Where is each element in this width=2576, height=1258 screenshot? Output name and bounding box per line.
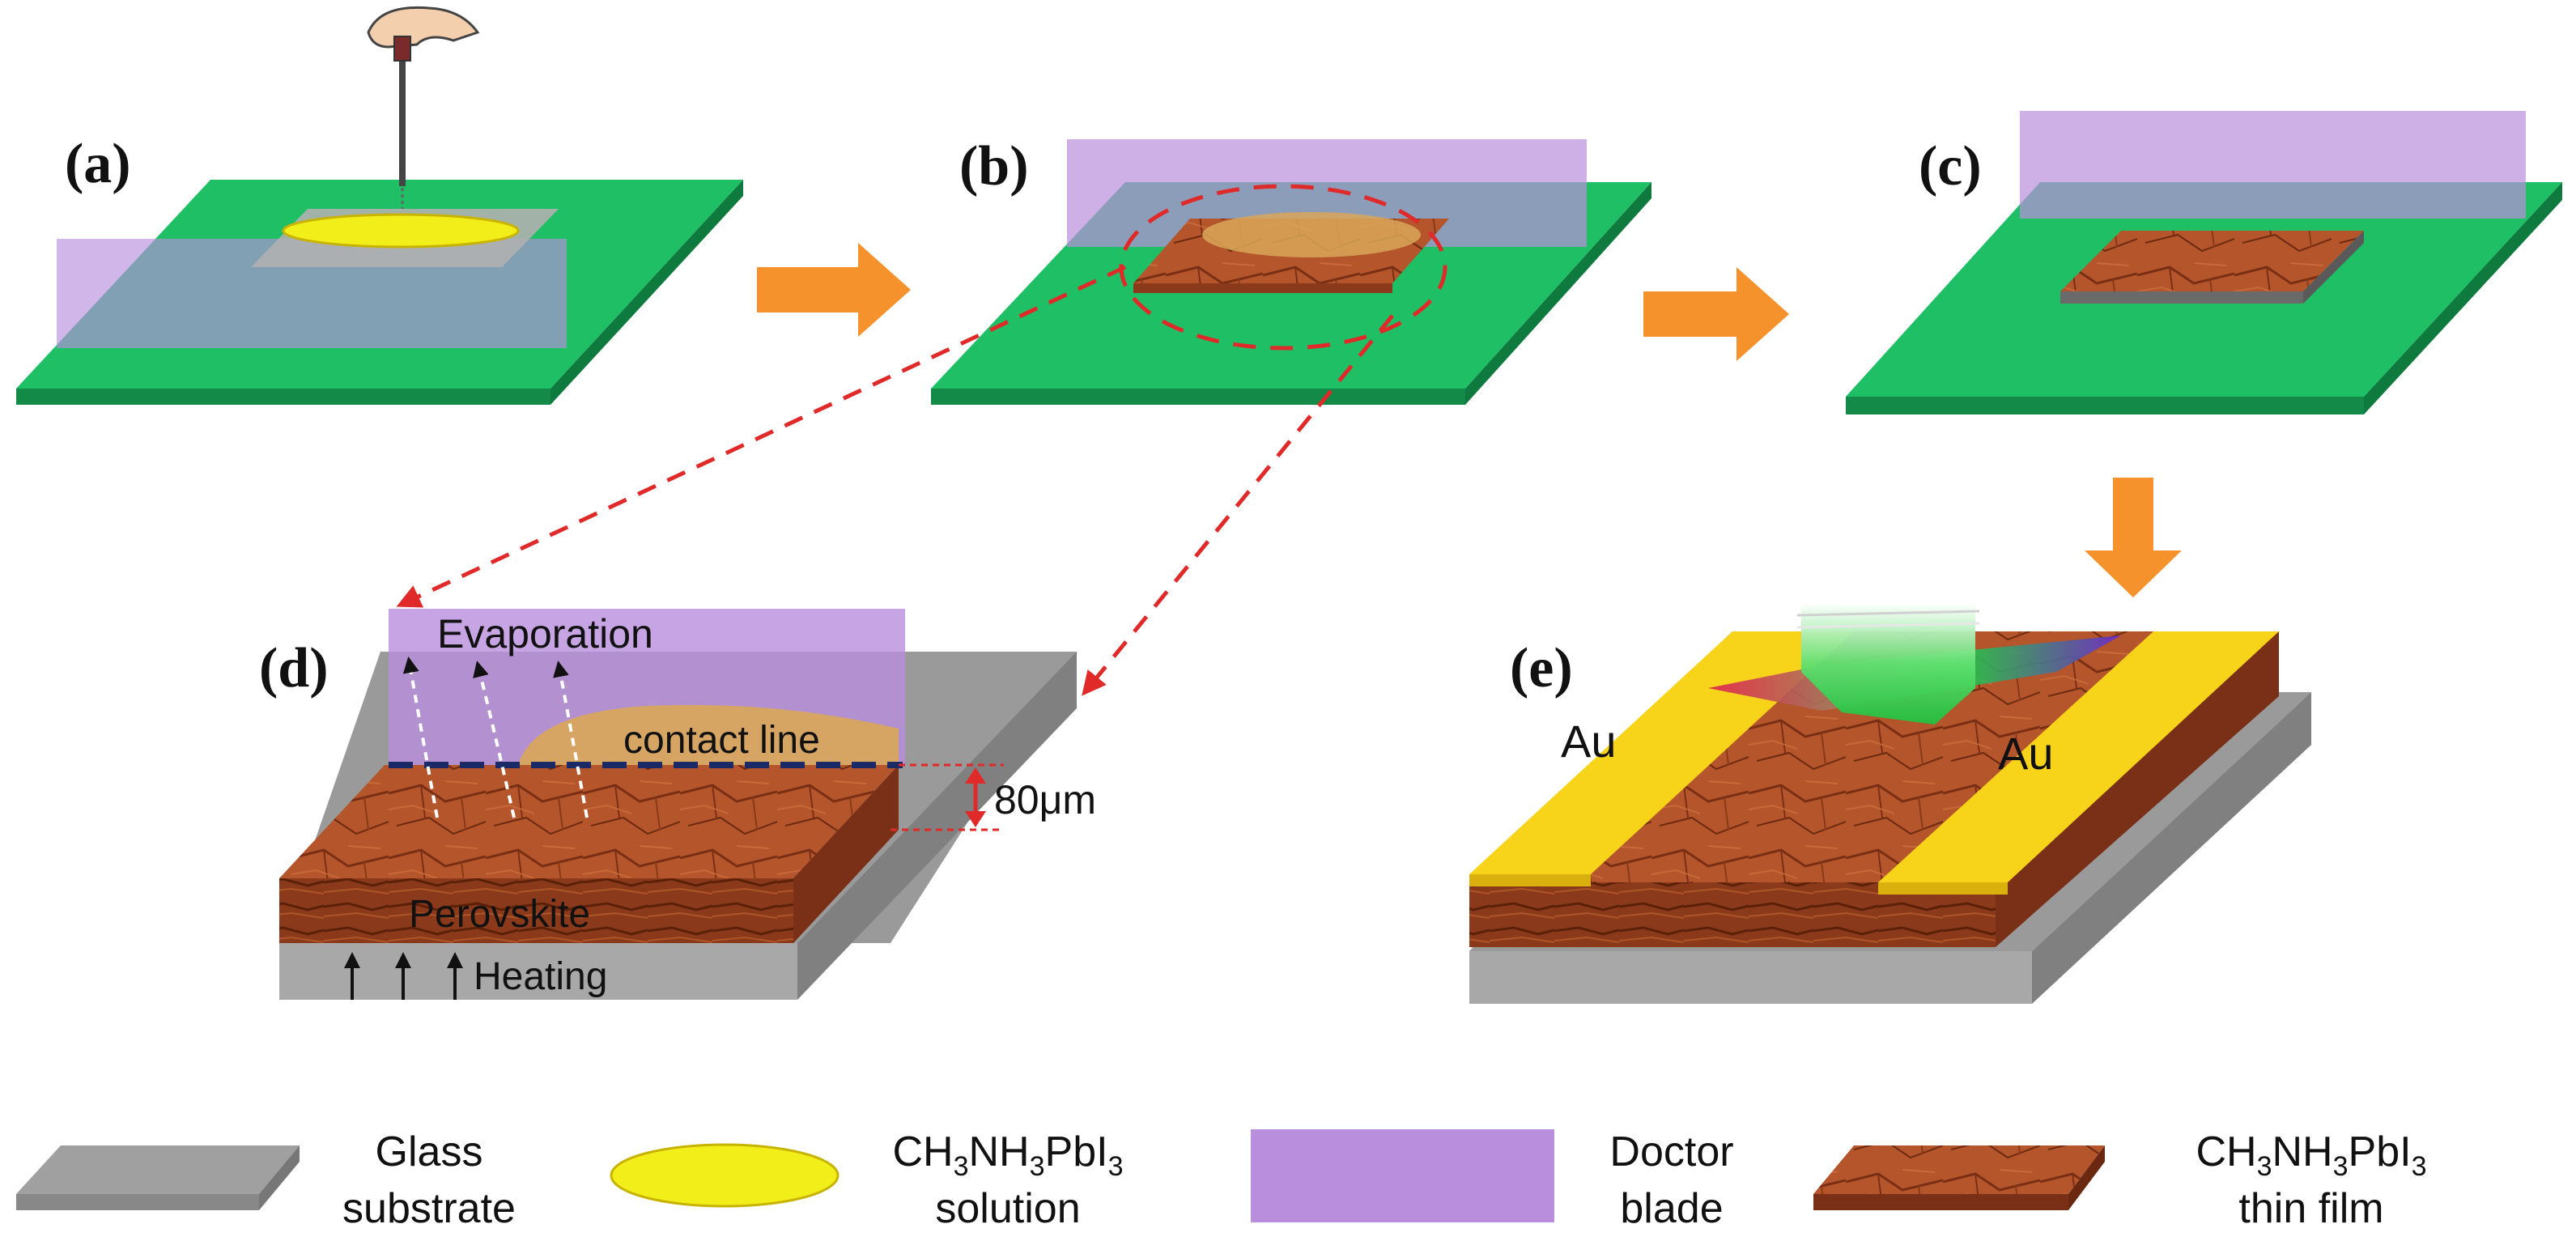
film-b-front bbox=[1133, 283, 1392, 293]
label-c: (c) bbox=[1919, 135, 1982, 198]
evaporation-label: Evaporation bbox=[437, 611, 653, 657]
legend-thin-film: CH3NH3PbI3 thin film bbox=[1813, 1128, 2427, 1232]
solution-droplet-a bbox=[282, 213, 520, 249]
contact-line-label: contact line bbox=[623, 719, 820, 762]
zoom-line-left bbox=[396, 265, 1127, 608]
panel-a: (a) bbox=[16, 6, 743, 405]
electrode-left-front bbox=[1469, 874, 1591, 886]
panel-b: (b) bbox=[931, 135, 1651, 405]
film-d-top bbox=[279, 765, 899, 878]
legend-glass-line1: Glass bbox=[376, 1128, 483, 1175]
panel-c: (c) bbox=[1846, 111, 2562, 414]
arrow-b-to-c bbox=[1643, 267, 1789, 361]
legend-blade-line2: blade bbox=[1620, 1185, 1723, 1232]
beam-line-2 bbox=[1796, 610, 1980, 617]
zoom-line-right bbox=[1082, 314, 1394, 696]
substrate-a-front bbox=[16, 389, 550, 405]
legend-blade-swatch bbox=[1251, 1129, 1554, 1222]
legend-solution-swatch bbox=[610, 1143, 840, 1208]
electrode-left-label: Au bbox=[1561, 716, 1617, 767]
glass-e-front bbox=[1469, 951, 2032, 1004]
heating-label: Heating bbox=[474, 955, 607, 998]
substrate-c-side bbox=[2364, 182, 2562, 414]
thickness-arrow-up bbox=[965, 767, 986, 784]
legend-solution-line2: solution bbox=[935, 1185, 1080, 1232]
film-d-side bbox=[793, 765, 899, 943]
legend-solution-formula: CH3NH3PbI3 bbox=[892, 1128, 1123, 1182]
film-c-front bbox=[2060, 291, 2303, 304]
panel-d: 80μm Evaporation contact line Perovskite… bbox=[259, 609, 1096, 1000]
film-e-side bbox=[1996, 631, 2279, 947]
substrate-b-front bbox=[931, 389, 1465, 405]
beam-line-3 bbox=[1796, 622, 1980, 629]
substrate-b-side bbox=[1465, 182, 1651, 405]
legend-film-line2: thin film bbox=[2238, 1185, 2383, 1232]
label-d: (d) bbox=[259, 637, 329, 699]
hand-icon bbox=[367, 6, 480, 62]
film-c-side bbox=[2303, 231, 2364, 304]
legend-doctor-blade: Doctor blade bbox=[1251, 1128, 1734, 1232]
blade-c bbox=[2020, 111, 2526, 219]
legend-solution: CH3NH3PbI3 solution bbox=[610, 1128, 1124, 1232]
legend: Glass substrate CH3NH3PbI3 solution Doct… bbox=[16, 1128, 2427, 1232]
film-d-front bbox=[279, 878, 793, 943]
glass-d-side bbox=[797, 652, 1077, 1000]
arrow-a-to-b bbox=[757, 243, 911, 337]
label-a: (a) bbox=[65, 133, 131, 195]
legend-glass-substrate: Glass substrate bbox=[16, 1128, 516, 1232]
arrow-c-to-e bbox=[2085, 478, 2182, 597]
legend-glass-swatch bbox=[16, 1145, 300, 1194]
electrode-right-front bbox=[1878, 882, 2008, 895]
beam-line-1 bbox=[1796, 597, 1980, 605]
electrode-right-label: Au bbox=[1998, 728, 2054, 779]
solution-d bbox=[518, 704, 899, 765]
legend-film-swatch bbox=[1813, 1145, 2105, 1194]
light-beam bbox=[1801, 603, 1975, 725]
perovskite-label: Perovskite bbox=[409, 893, 590, 936]
solution-b bbox=[1202, 212, 1421, 257]
legend-glass-line2: substrate bbox=[342, 1185, 516, 1232]
heating-arrows bbox=[344, 952, 463, 1000]
electrode-right-top bbox=[1878, 631, 2279, 882]
label-e: (e) bbox=[1510, 637, 1573, 699]
substrate-a-side bbox=[550, 180, 743, 405]
label-b: (b) bbox=[959, 135, 1029, 198]
legend-film-formula: CH3NH3PbI3 bbox=[2196, 1128, 2426, 1182]
panel-e: Au Au (e) bbox=[1469, 597, 2311, 1004]
evaporation-arrows bbox=[402, 657, 589, 818]
glass-e-side bbox=[2032, 692, 2311, 1004]
film-e-front bbox=[1469, 882, 1996, 947]
substrate-c-front bbox=[1846, 397, 2364, 414]
legend-blade-line1: Doctor bbox=[1609, 1128, 1733, 1175]
thickness-arrow-down bbox=[965, 811, 986, 827]
thickness-label: 80μm bbox=[994, 777, 1096, 822]
film-c-top bbox=[2060, 231, 2364, 291]
